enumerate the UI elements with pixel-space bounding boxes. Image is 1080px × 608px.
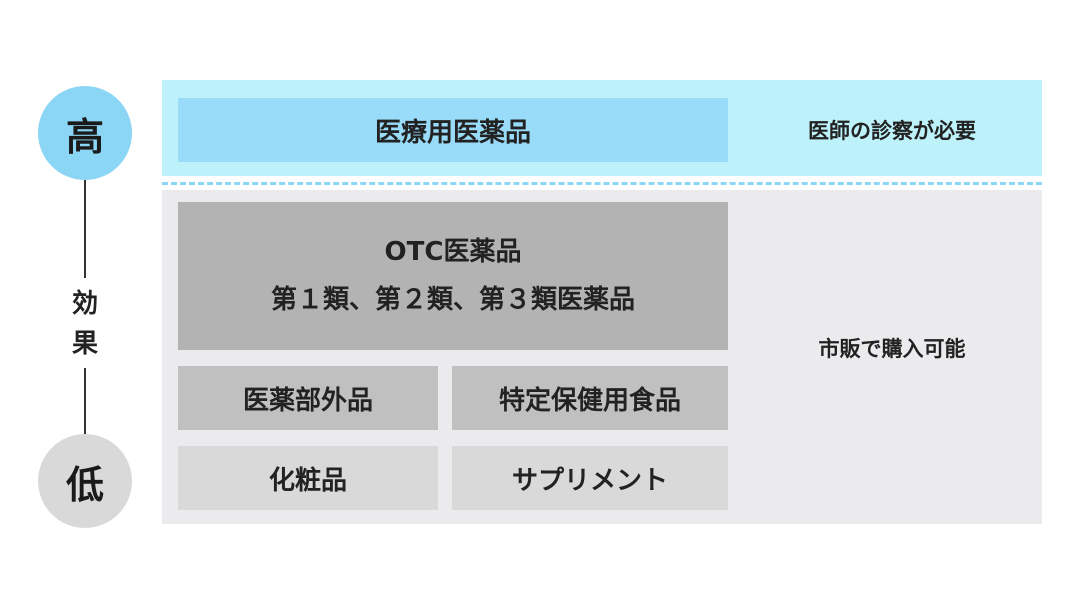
high-label: 高 <box>65 114 104 159</box>
effect-axis-label: 効 果 <box>60 282 110 366</box>
divider-dashed <box>162 182 1042 185</box>
axis-line-bottom <box>84 368 86 434</box>
otc-drugs-box: OTC医薬品 第１類、第２類、第３類医薬品 <box>178 202 728 350</box>
specified-health-foods-box: 特定保健用食品 <box>452 366 728 430</box>
cosmetics-label: 化粧品 <box>268 465 347 496</box>
supplements-box: サプリメント <box>452 446 728 510</box>
low-label: 低 <box>65 462 104 507</box>
quasi-drugs-box: 医薬部外品 <box>178 366 438 430</box>
high-indicator-circle: 高 <box>38 86 132 180</box>
cosmetics-box: 化粧品 <box>178 446 438 510</box>
otc-drugs-classes: 第１類、第２類、第３類医薬品 <box>270 285 635 315</box>
doctor-consult-note: 医師の診察が必要 <box>808 119 976 143</box>
prescription-drugs-box: 医療用医薬品 <box>178 98 728 162</box>
otc-drugs-title: OTC医薬品 <box>384 237 522 267</box>
effect-label-char-1: 効 <box>71 289 98 319</box>
supplements-label: サプリメント <box>511 465 668 496</box>
prescription-drugs-label: 医療用医薬品 <box>374 117 531 148</box>
otc-purchase-note: 市販で購入可能 <box>818 337 966 361</box>
low-indicator-circle: 低 <box>38 434 132 528</box>
axis-line-top <box>84 180 86 278</box>
specified-health-foods-label: 特定保健用食品 <box>498 385 681 416</box>
quasi-drugs-label: 医薬部外品 <box>242 385 373 416</box>
effect-label-char-2: 果 <box>71 329 98 359</box>
